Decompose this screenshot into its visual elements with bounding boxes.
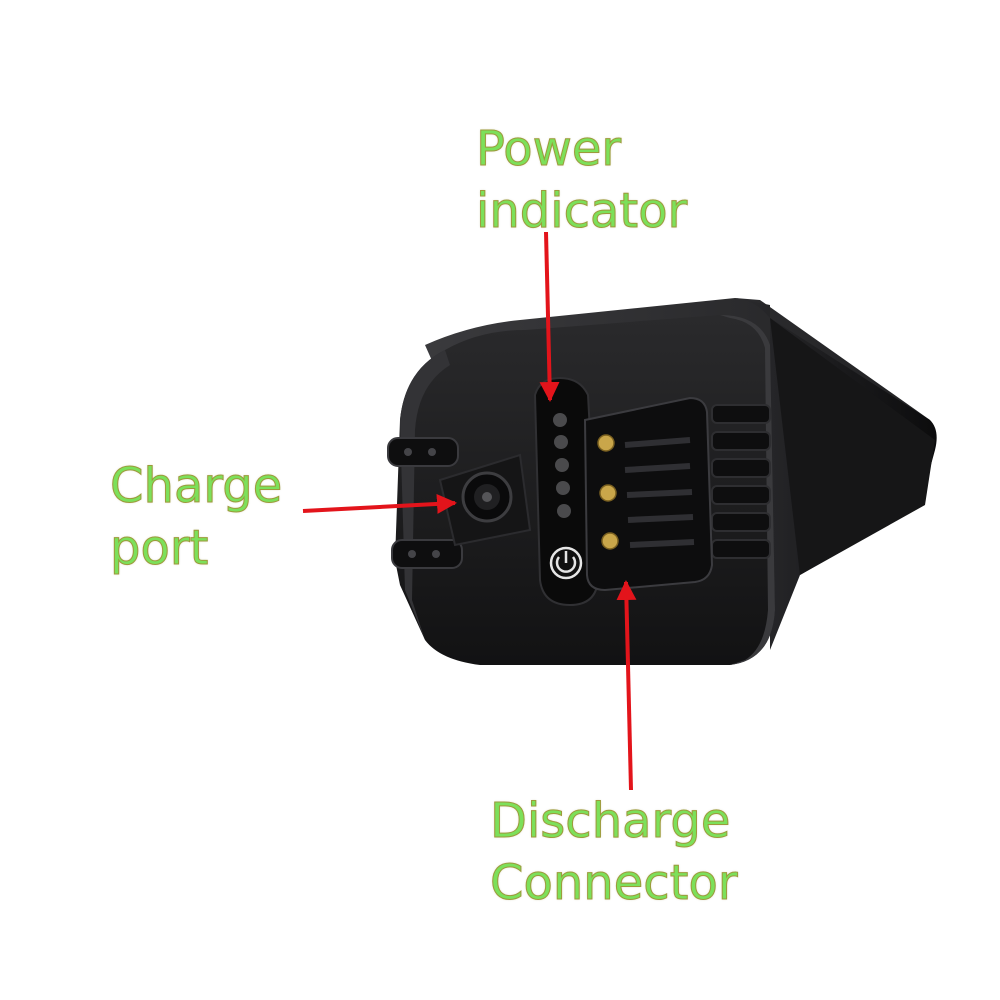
indicator-panel — [533, 376, 600, 607]
discharge-connector — [583, 396, 714, 592]
latch-posts — [387, 437, 463, 569]
power-label-line-1: Power — [475, 121, 622, 178]
contacts — [597, 434, 619, 550]
led-1 — [553, 413, 567, 427]
discharge-label-line-2: Connector — [490, 855, 739, 912]
charge-label-line-1: Charge — [109, 458, 283, 515]
power-label-line-2: indicator — [475, 183, 688, 240]
power-arrow — [539, 231, 560, 402]
power-indicator-label: Power indicator — [475, 118, 688, 242]
charge-label-line-2: port — [109, 520, 209, 577]
charge-port-label: Charge port — [109, 455, 283, 579]
led-2 — [554, 435, 568, 449]
led-4 — [556, 481, 570, 495]
power-icon — [549, 546, 583, 580]
discharge-label-line-1: Discharge — [490, 793, 731, 850]
discharge-connector-label: Discharge Connector — [490, 790, 739, 914]
led-3 — [555, 458, 569, 472]
discharge-arrow — [616, 580, 637, 791]
charge-port — [438, 453, 532, 547]
callout-arrows — [302, 231, 637, 791]
led-5 — [557, 504, 571, 518]
cooling-ribs — [711, 404, 771, 559]
charge-arrow — [302, 493, 457, 514]
